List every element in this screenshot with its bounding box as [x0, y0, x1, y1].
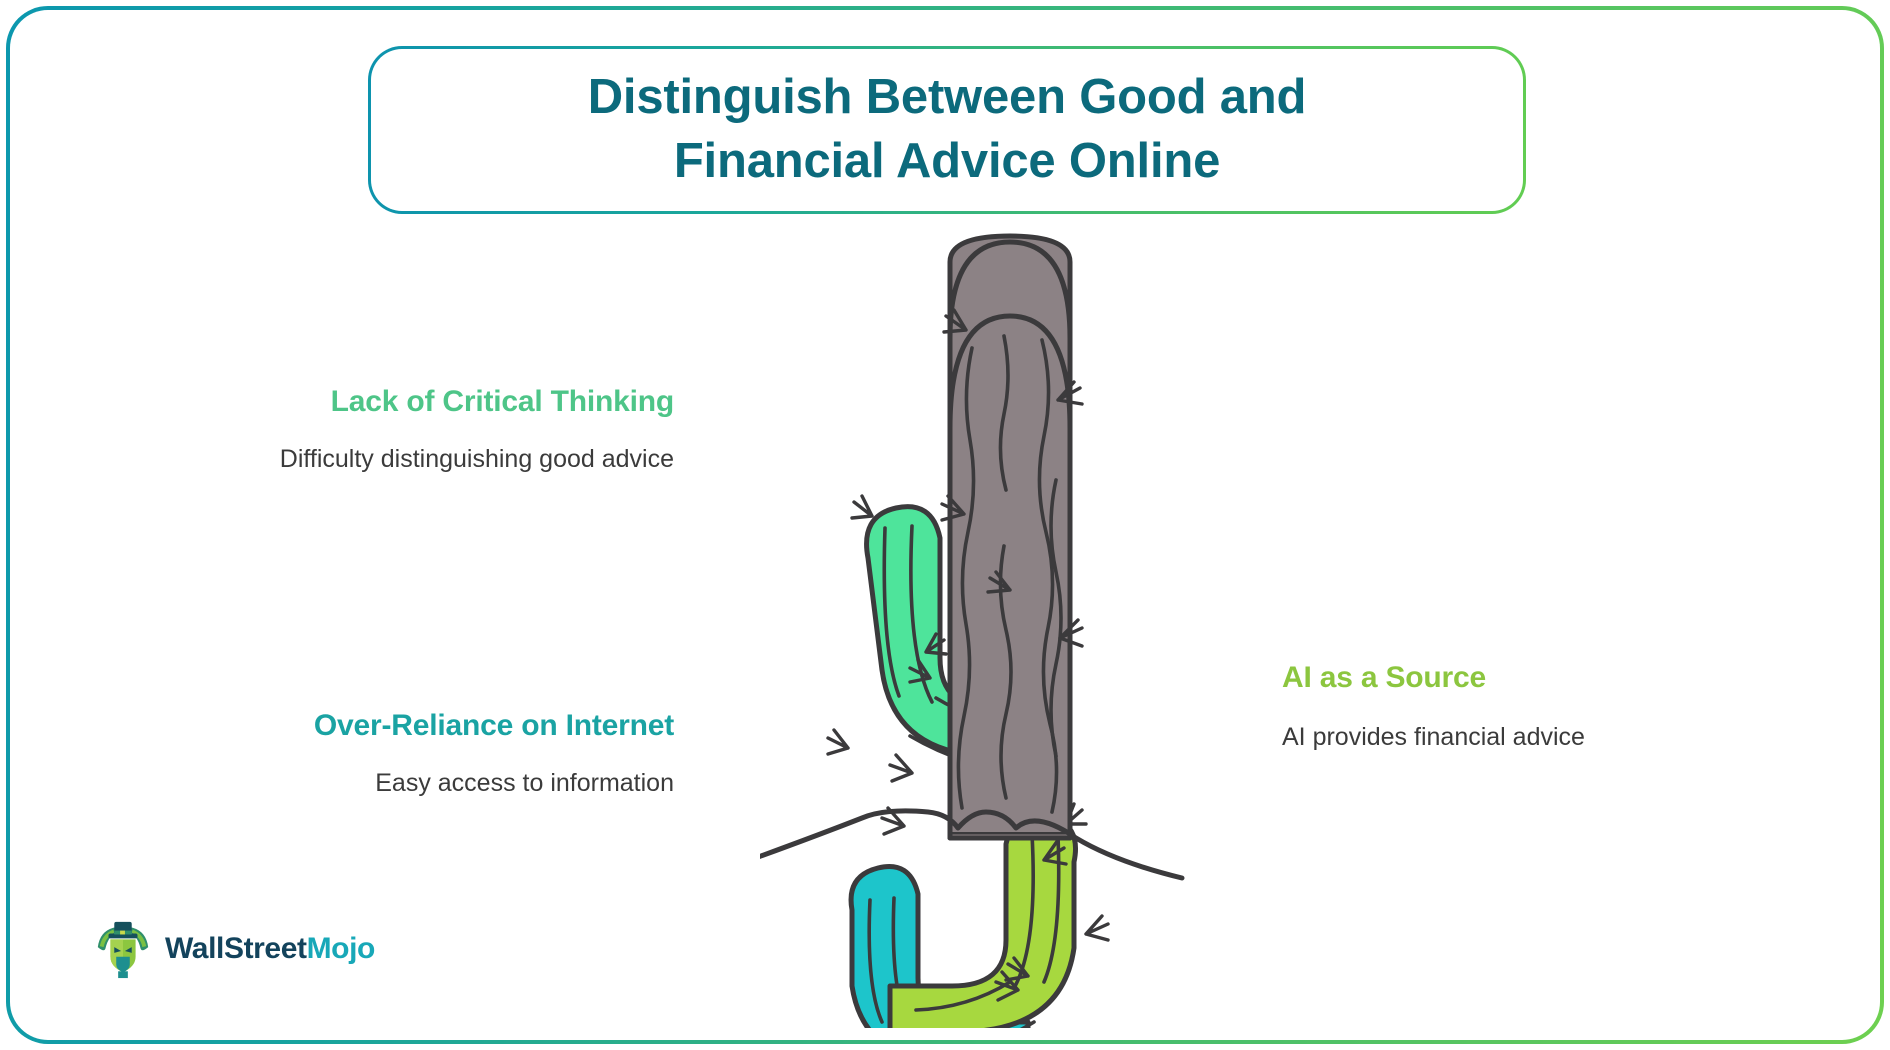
- cactus-spine: [850, 494, 874, 520]
- title-plate-inner: Distinguish Between Good and Financial A…: [371, 49, 1523, 211]
- page-title-line-2: Financial Advice Online: [673, 134, 1221, 188]
- cactus-spine: [908, 658, 932, 684]
- item-ai-as-a-source: AI as a Source AI provides financial adv…: [1282, 658, 1712, 754]
- cactus-spine: [986, 570, 1012, 594]
- bull-with-tophat-icon: [97, 921, 149, 979]
- cactus-ridge: [956, 334, 1063, 814]
- title-plate: Distinguish Between Good and Financial A…: [368, 46, 1526, 214]
- cactus-spine: [1084, 914, 1110, 942]
- item-heading: Over-Reliance on Internet: [313, 709, 674, 742]
- cactus-ground: [760, 808, 1185, 881]
- item-lack-of-critical-thinking: Lack of Critical Thinking Difficulty dis…: [222, 382, 674, 476]
- cactus-illustration: [760, 228, 1260, 1028]
- wallstreetmojo-logo[interactable]: WallStreetMojo: [92, 918, 375, 980]
- page-title-line-1: Distinguish Between Good and: [587, 70, 1307, 125]
- cactus-spine: [1058, 618, 1084, 648]
- cactus-spine: [1042, 838, 1068, 866]
- item-body: Easy access to information: [375, 768, 674, 797]
- logo-text-accent: Mojo: [306, 932, 376, 965]
- cactus-spine: [942, 308, 968, 334]
- item-heading: AI as a Source: [1282, 661, 1486, 694]
- page-title: Distinguish Between Good and Financial A…: [588, 66, 1307, 193]
- item-body: Difficulty distinguishing good advice: [279, 444, 674, 473]
- logo-text-primary: WallStreet: [165, 932, 307, 965]
- item-over-reliance-on-internet: Over-Reliance on Internet Easy access to…: [222, 706, 674, 800]
- logo-wordmark: WallStreetMojo: [165, 932, 375, 966]
- item-heading: Lack of Critical Thinking: [330, 385, 675, 418]
- cactus-spine: [1004, 956, 1030, 982]
- cactus-trunk: [940, 233, 1084, 982]
- cactus-spine: [940, 494, 966, 522]
- item-body: AI provides financial advice: [1282, 722, 1585, 751]
- cactus-spine: [924, 632, 948, 656]
- cactus-spine: [1056, 380, 1084, 406]
- cactus-svg: [760, 233, 1185, 1028]
- cactus-spine: [826, 728, 850, 756]
- cactus-spine: [888, 753, 914, 783]
